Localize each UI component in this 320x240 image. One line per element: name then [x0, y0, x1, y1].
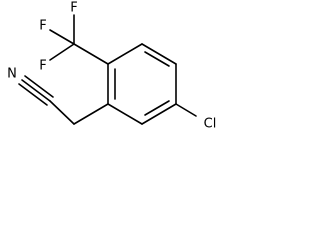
- ring-bond-5: [107, 103, 143, 125]
- ring-to-ch2-bond: [73, 103, 109, 125]
- trifluoromethyl-group: F F F: [39, 1, 109, 74]
- ring-bond-2: [141, 43, 177, 65]
- cyanomethyl-group: N: [7, 67, 109, 125]
- ch2-to-nitrile-carbon-bond: [49, 100, 75, 125]
- structure-diagram: F F F N Cl: [7, 1, 217, 132]
- ring-to-cf3-bond: [73, 43, 109, 65]
- ring-bond-1: [107, 43, 143, 65]
- ring-to-cl-bond: [175, 103, 197, 117]
- fluorine-bottom-label: F: [39, 59, 46, 74]
- c-f-left-bond: [49, 29, 75, 45]
- nitrogen-label: N: [7, 67, 17, 82]
- ring-double-bond-inner-1: [144, 51, 170, 67]
- chlorine-label: Cl: [204, 117, 217, 132]
- triple-bond-line-2: [24, 75, 54, 98]
- chloro-group: Cl: [175, 103, 217, 132]
- c-f-bottom-bond: [49, 43, 75, 61]
- triple-bond-line-1: [21, 79, 51, 102]
- fluorine-left-label: F: [39, 19, 46, 34]
- fluorine-top-label: F: [70, 1, 77, 16]
- ring-bond-4: [141, 103, 177, 125]
- benzene-ring: [107, 43, 177, 125]
- ring-double-bond-inner-2: [144, 100, 170, 116]
- triple-bond-line-3: [18, 83, 48, 106]
